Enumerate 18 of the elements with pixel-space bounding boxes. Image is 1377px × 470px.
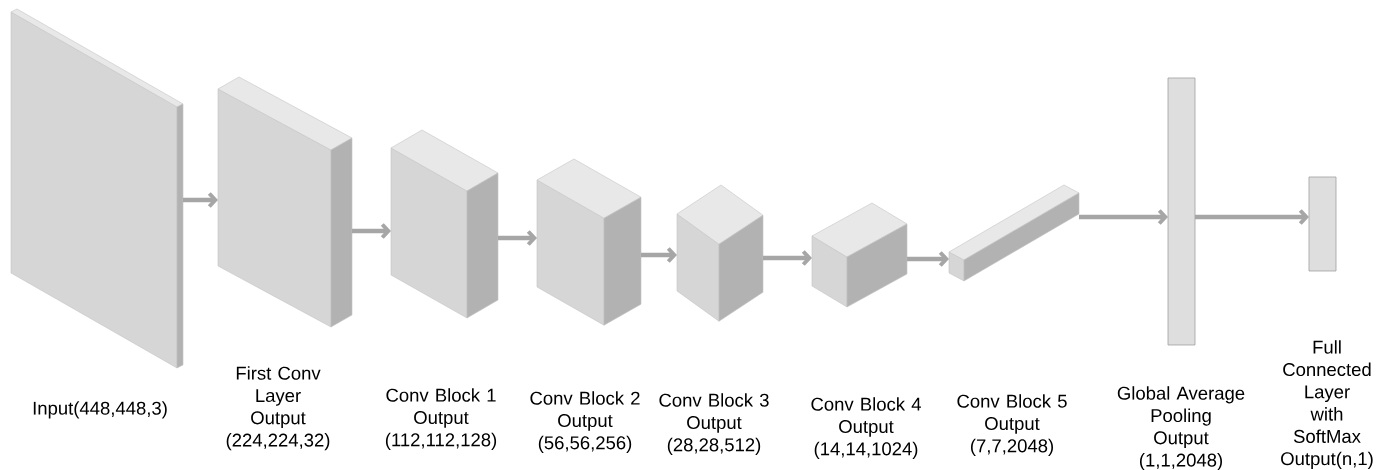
arrow: [641, 247, 677, 263]
arrow: [183, 192, 218, 208]
layer-block: [948, 184, 1080, 282]
layer-caption: First Conv Layer Output (224,224,32): [226, 366, 330, 451]
arrow: [763, 250, 812, 266]
layer-caption: Conv Block 4 Output (14,14,1024): [811, 397, 921, 459]
layer-caption: Global Average Pooling Output (1,1,2048): [1117, 386, 1245, 470]
layer-caption: Conv Block 1 Output (112,112,128): [385, 388, 497, 450]
layer-caption: Conv Block 5 Output (7,7,2048): [957, 394, 1067, 456]
arrow: [352, 223, 391, 239]
arrow: [498, 230, 537, 246]
arrow: [1079, 209, 1168, 225]
layer-caption: Input(448,448,3): [33, 401, 167, 419]
layer-caption: Conv Block 3 Output (28,28,512): [659, 393, 769, 455]
layer-caption: Full Connected Layer with SoftMax Output(n,1): [1281, 340, 1373, 469]
layer-block: [811, 202, 908, 308]
layer-caption: Conv Block 2 Output (56,56,256): [530, 391, 640, 453]
arrow: [1195, 209, 1309, 225]
